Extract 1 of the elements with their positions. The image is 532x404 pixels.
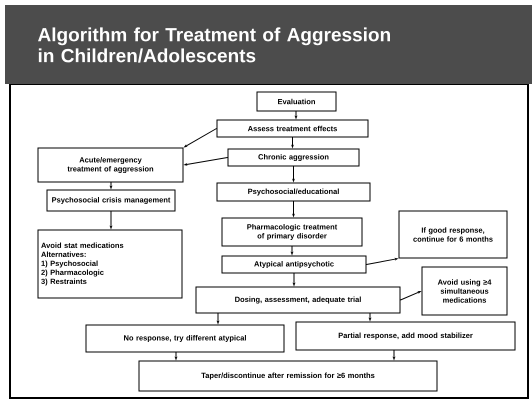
title-banner: Algorithm for Treatment of Aggression in Children/Adolescents <box>5 5 532 84</box>
